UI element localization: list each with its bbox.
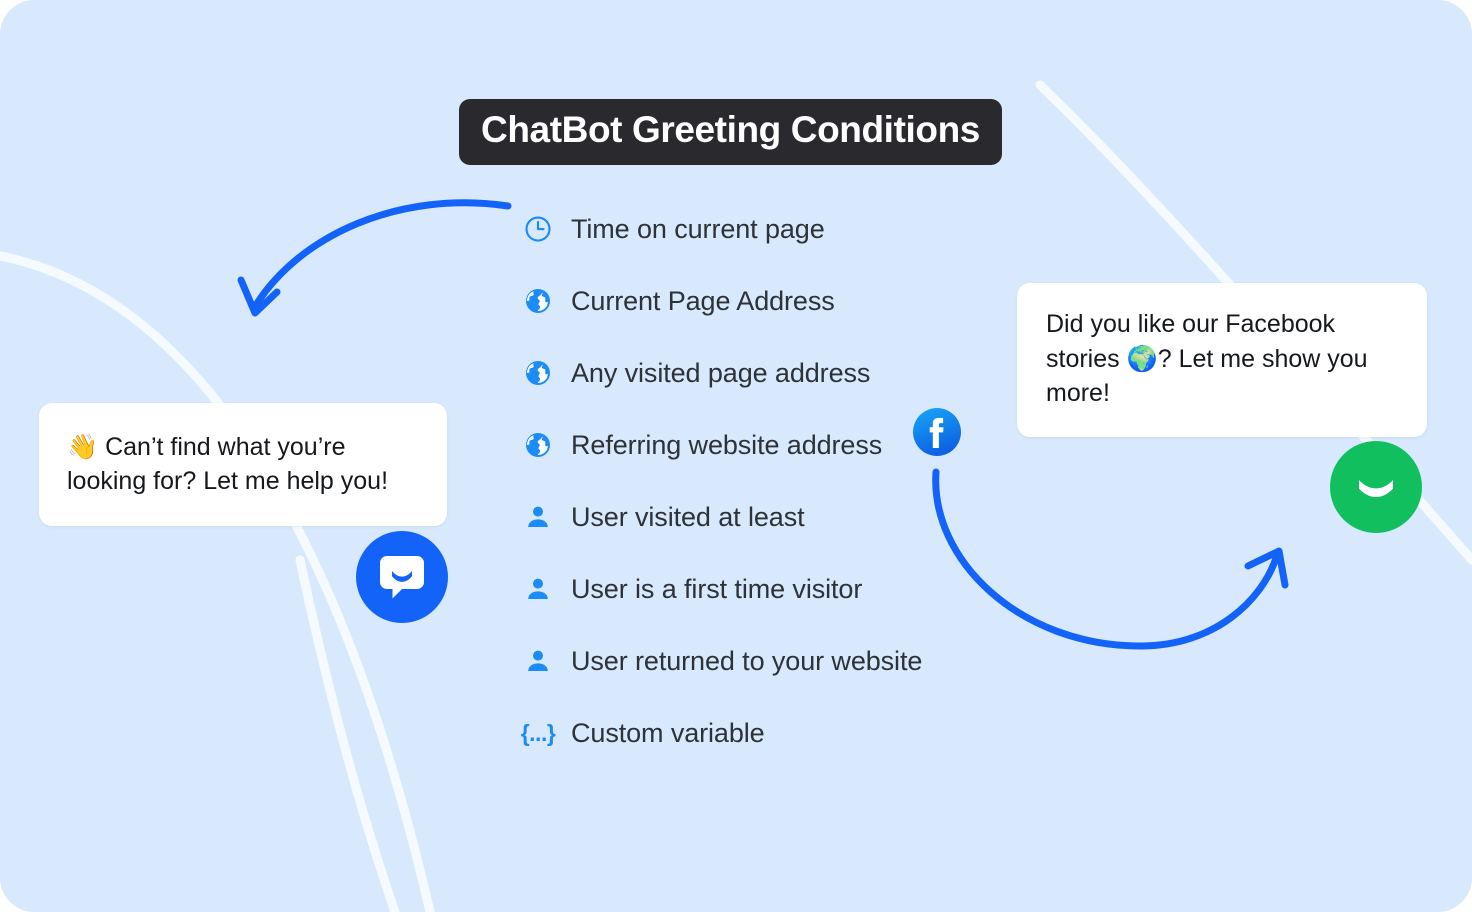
chat-bubble-left: 👋 Can’t find what you’re looking for? Le… (39, 403, 447, 526)
arrow-to-livechat-logo (932, 468, 1289, 650)
globe-icon (521, 428, 555, 462)
condition-label: User is a first time visitor (571, 573, 863, 604)
livechat-logo-icon[interactable] (1330, 441, 1422, 533)
chat-bubble-left-message: Can’t find what you’re looking for? Let … (67, 433, 389, 495)
chatbot-logo-icon[interactable] (356, 531, 448, 623)
greeting-conditions-list: Time on current page Current Page Addres… (521, 193, 923, 769)
globe-icon (521, 356, 555, 390)
chat-bubble-right-message-after: ? Let me show you more! (1046, 344, 1368, 407)
condition-row[interactable]: Current Page Address (521, 265, 922, 337)
condition-label: Custom variable (571, 717, 765, 748)
condition-row[interactable]: User is a first time visitor (521, 553, 922, 625)
condition-row[interactable]: Referring website address (521, 409, 922, 481)
condition-label: User returned to your website (571, 645, 923, 676)
globe-emoji: 🌍 (1126, 343, 1158, 373)
condition-label: Any visited page address (571, 357, 871, 388)
user-icon (521, 500, 555, 534)
condition-row[interactable]: User visited at least (521, 481, 922, 553)
arrow-to-chatbot-bubble (237, 199, 512, 317)
facebook-icon[interactable] (913, 408, 961, 456)
user-icon (521, 572, 555, 606)
user-icon (521, 644, 555, 678)
condition-label: User visited at least (571, 501, 805, 532)
condition-row[interactable]: Any visited page address (521, 337, 922, 409)
chat-bubble-right: Did you like our Facebook stories 🌍? Let… (1017, 283, 1427, 438)
chat-bubble-right-message-before: Did you like our Facebook stories (1046, 310, 1336, 373)
condition-row[interactable]: User returned to your website (521, 625, 922, 697)
condition-label: Current Page Address (571, 285, 835, 316)
chat-bubble-left-text: 👋 Can’t find what you’re looking for? Le… (67, 430, 423, 499)
condition-row[interactable]: Time on current page (521, 193, 922, 265)
clock-icon (521, 212, 555, 246)
globe-icon (521, 284, 555, 318)
condition-label: Time on current page (571, 213, 825, 244)
condition-row[interactable]: {...} Custom variable (521, 697, 922, 769)
custom-variable-glyph: {...} (520, 719, 556, 746)
page-title: ChatBot Greeting Conditions (459, 99, 1002, 165)
wave-emoji: 👋 (67, 432, 99, 461)
condition-label: Referring website address (571, 429, 883, 460)
chat-bubble-right-text: Did you like our Facebook stories 🌍? Let… (1046, 308, 1403, 410)
custom-variable-icon: {...} (520, 716, 556, 750)
